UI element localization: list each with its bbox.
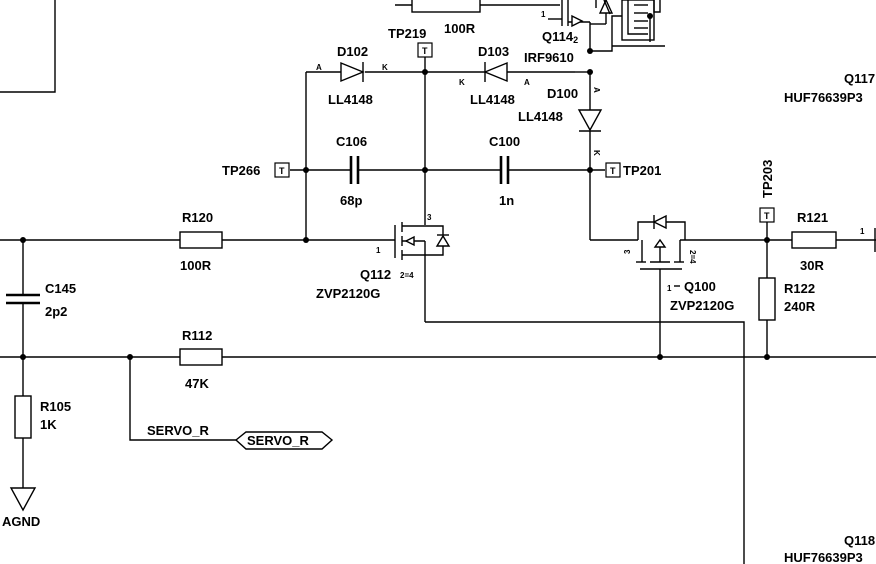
r112-value: 47K	[185, 376, 209, 391]
q114-pin-gate: 1	[541, 10, 546, 19]
d102-part: LL4148	[328, 92, 373, 107]
tp219-testpoint[interactable]: TP219 T	[388, 26, 433, 72]
r121-resistor[interactable]: 1 R121 30R	[766, 210, 876, 273]
servo-port[interactable]	[234, 431, 334, 450]
d102-diode[interactable]: A K D102 LL4148	[316, 44, 388, 107]
c106-ref: C106	[336, 134, 367, 149]
q118-ref: Q118	[844, 533, 875, 548]
c145-capacitor[interactable]: C145 2p2	[6, 240, 76, 357]
q100-ref: Q100	[684, 279, 716, 294]
c100-ref: C100	[489, 134, 520, 149]
r105-ref: R105	[40, 399, 71, 414]
q117-ref: Q117	[844, 71, 875, 86]
r121-value: 30R	[800, 258, 824, 273]
q112-pin-drain: 3	[427, 213, 432, 222]
tp203-testpoint[interactable]: TP203 T	[759, 160, 775, 240]
d102-ref: D102	[337, 44, 368, 59]
svg-text:T: T	[610, 166, 616, 176]
q100-pin-source: 2=4	[688, 250, 697, 264]
tp266-testpoint[interactable]: TP266 T	[222, 162, 290, 178]
q100-pin-gate: 1	[667, 284, 672, 293]
r122-value: 240R	[784, 299, 816, 314]
q112-pin-gate: 1	[376, 246, 381, 255]
tp203-ref: TP203	[760, 160, 775, 198]
c106-value: 68p	[340, 193, 362, 208]
q118-part: HUF76639P3	[784, 550, 863, 564]
q114-ref: Q1142	[542, 29, 578, 45]
r112-ref: R112	[182, 328, 212, 343]
svg-text:T: T	[764, 211, 770, 221]
c100-value: 1n	[499, 193, 514, 208]
q114-part: IRF9610	[524, 50, 574, 65]
agnd-label: AGND	[2, 514, 40, 529]
r122-ref: R122	[784, 281, 815, 296]
servo-port-label: SERVO_R	[247, 433, 310, 448]
tp201-testpoint[interactable]: T TP201	[605, 162, 661, 178]
d100-diode[interactable]: A K D100 LL4148	[518, 72, 603, 240]
d100-ref: D100	[547, 86, 578, 101]
wire-to-q118	[425, 321, 745, 564]
q114-transistor[interactable]: 1 Q1142 IRF9610	[524, 0, 614, 65]
d103-pin-k: K	[459, 78, 465, 87]
svg-text:T: T	[279, 166, 285, 176]
q112-part: ZVP2120G	[316, 286, 380, 301]
c145-ref: C145	[45, 281, 76, 296]
r121-ref: R121	[797, 210, 828, 225]
r120-value: 100R	[180, 258, 212, 273]
r-top-value: 100R	[444, 21, 476, 36]
q112-ref: Q112	[360, 267, 391, 282]
servo-net[interactable]: SERVO_R SERVO_R	[129, 357, 334, 450]
r-top[interactable]: 100R	[395, 0, 560, 36]
d100-pin-k: K	[592, 150, 601, 156]
tp266-ref: TP266	[222, 163, 260, 178]
r112-resistor[interactable]: R112 47K	[179, 328, 223, 391]
d102-pin-k: K	[382, 63, 388, 72]
r121-pin: 1	[860, 227, 865, 236]
c100-capacitor[interactable]: C100 1n	[489, 134, 520, 208]
block-outline	[0, 0, 56, 93]
d103-diode[interactable]: K A D103 LL4148	[459, 44, 530, 107]
r120-resistor[interactable]: R120 100R	[179, 210, 223, 273]
d102-pin-a: A	[316, 63, 322, 72]
d100-pin-a: A	[592, 87, 601, 93]
d103-pin-a: A	[524, 78, 530, 87]
d100-part: LL4148	[518, 109, 563, 124]
c145-value: 2p2	[45, 304, 67, 319]
q100-transistor[interactable]: 3 2=4 1 Q100 ZVP2120G	[590, 214, 766, 357]
d103-ref: D103	[478, 44, 509, 59]
r122-resistor[interactable]: R122 240R	[758, 240, 816, 357]
q114-heatsink	[590, 0, 665, 52]
tp219-ref: TP219	[388, 26, 426, 41]
agnd-symbol: AGND	[2, 487, 40, 529]
q112-pin-source: 2=4	[400, 271, 414, 280]
q100-part: ZVP2120G	[670, 298, 734, 313]
q112-transistor[interactable]: 1 3 2=4 Q112 ZVP2120G	[316, 213, 451, 322]
r105-resistor[interactable]: R105 1K	[14, 357, 71, 488]
d103-part: LL4148	[470, 92, 515, 107]
servo-wire-label: SERVO_R	[147, 423, 210, 438]
c106-capacitor[interactable]: C106 68p	[336, 134, 367, 208]
tp201-ref: TP201	[623, 163, 661, 178]
svg-text:T: T	[422, 46, 428, 56]
q117-part: HUF76639P3	[784, 90, 863, 105]
r120-ref: R120	[182, 210, 213, 225]
r105-value: 1K	[40, 417, 57, 432]
q100-pin-drain: 3	[623, 249, 632, 254]
